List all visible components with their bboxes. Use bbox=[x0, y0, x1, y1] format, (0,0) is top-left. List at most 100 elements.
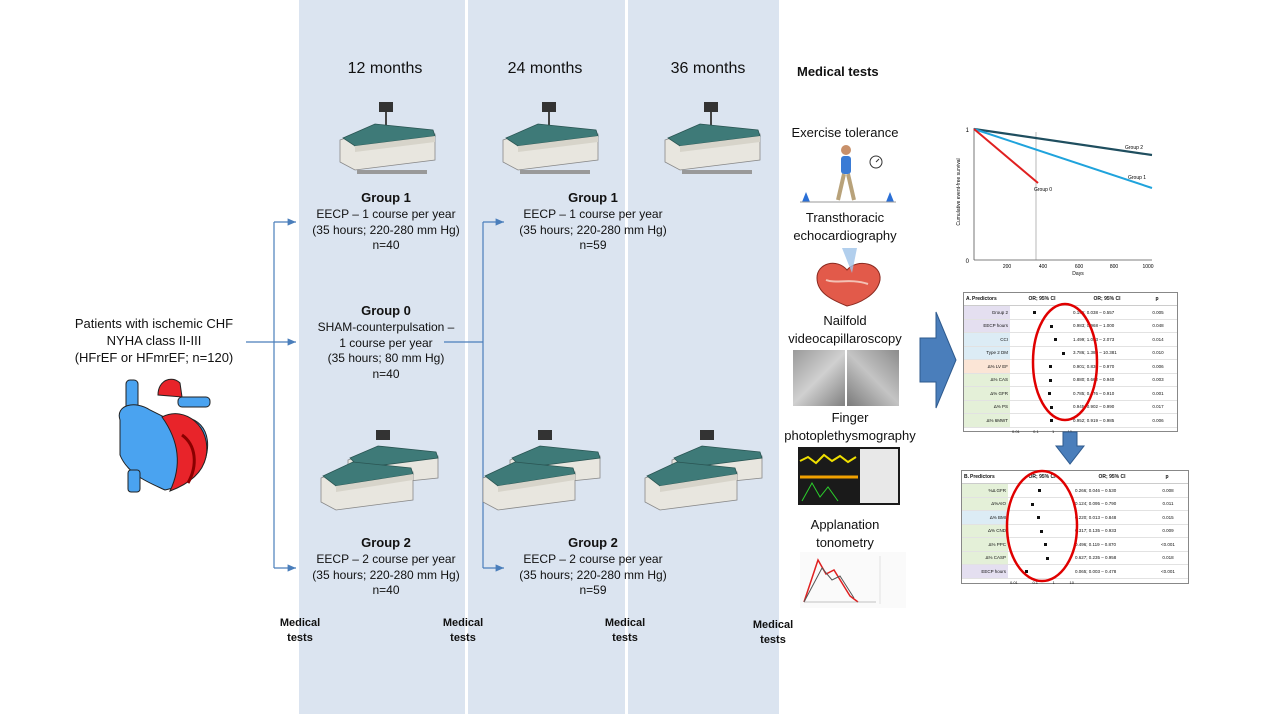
odds-ratio-point bbox=[1036, 516, 1040, 519]
table-b-header-or: OR; 95% CI bbox=[1098, 474, 1126, 480]
survival-xtick: 1000 bbox=[1142, 264, 1153, 270]
walking-person-icon bbox=[800, 145, 896, 203]
group2-24m-text: Group 2 EECP – 2 course per year (35 hou… bbox=[500, 534, 686, 599]
odds-ratio-cell: 0.496; 0.119 – 0.870 bbox=[1075, 541, 1116, 547]
forest-table-row: Δ% PPC 0.496; 0.119 – 0.870 <0.001 bbox=[962, 538, 1188, 552]
table-b-header-or-plot: OR; 95% CI bbox=[1028, 474, 1056, 480]
forest-plot-cell bbox=[1010, 414, 1070, 427]
p-value-cell: <0.001 bbox=[1161, 568, 1175, 574]
forest-plot-cell bbox=[1008, 565, 1072, 578]
medical-tests-label-line2: tests bbox=[612, 632, 638, 645]
medical-tests-label-line1: Medical bbox=[442, 617, 484, 629]
medical-tests-heading: Medical tests bbox=[797, 64, 879, 79]
odds-ratio-cell: 0.065; 0.003 – 0.478 bbox=[1075, 568, 1117, 574]
test-photoplethysmography: Finger photoplethysmography bbox=[780, 409, 920, 444]
odds-ratio-point bbox=[1044, 543, 1048, 546]
predictor-cell: Δ% GFR bbox=[964, 387, 1010, 400]
series-group2-label: Group 2 bbox=[1125, 145, 1143, 151]
survival-xtick: 400 bbox=[1039, 264, 1048, 270]
period-24-months: 24 months bbox=[507, 60, 583, 77]
odds-ratio-cell: 0.785; 0.676 – 0.910 bbox=[1073, 390, 1115, 396]
table-a-axis-0: 0.01 bbox=[1012, 429, 1020, 434]
odds-ratio-cell: 0.220; 0.013 – 0.848 bbox=[1075, 514, 1117, 520]
table-a-header-predictors: Predictors bbox=[972, 296, 997, 302]
survival-chart: Cumulative event-free survival 1 0 200 4… bbox=[956, 127, 1154, 277]
table-a-highlight-ellipse bbox=[1031, 302, 1099, 422]
test-videocapillaroscopy: Nailfold videocapillaroscopy bbox=[775, 312, 915, 347]
group2-12m-line2: (35 hours; 220-280 mm Hg) bbox=[312, 567, 460, 582]
medical-tests-label-line1: Medical bbox=[279, 617, 321, 629]
survival-y-bottom: 0 bbox=[966, 259, 970, 265]
forest-plot-cell bbox=[1010, 401, 1070, 414]
eecp-machines-36m-group2 bbox=[644, 430, 763, 511]
odds-ratio-cell: 0.627; 0.235 – 0.958 bbox=[1075, 555, 1117, 561]
group0-title: Group 0 bbox=[361, 303, 411, 318]
group1-12m-text: Group 1 EECP – 1 course per year (35 hou… bbox=[296, 189, 476, 254]
timeline-band-12-months bbox=[299, 0, 465, 714]
p-value-cell: 0.048 bbox=[1152, 323, 1164, 329]
odds-ratio-cell: 0.901; 0.836 – 0.970 bbox=[1073, 363, 1115, 369]
test-exercise-tolerance: Exercise tolerance bbox=[775, 124, 915, 142]
odds-ratio-point bbox=[1053, 338, 1057, 341]
odds-ratio-point bbox=[1033, 311, 1037, 314]
group0-line3: (35 hours; 80 mm Hg) bbox=[327, 351, 445, 366]
test-line2: echocardiography bbox=[793, 227, 897, 243]
patients-line-1: Patients with ischemic CHF bbox=[74, 316, 234, 331]
table-a-axis-2: 1 bbox=[1051, 429, 1055, 434]
odds-ratio-point bbox=[1049, 324, 1053, 328]
medical-tests-label-36m: Medical tests bbox=[738, 618, 808, 649]
table-b-label: B. bbox=[964, 474, 969, 480]
odds-ratio-cell: 0.945; 0.902 – 0.990 bbox=[1073, 404, 1115, 410]
odds-ratio-point bbox=[1061, 351, 1065, 355]
forest-plot-cell bbox=[1008, 498, 1072, 511]
period-12-months: 12 months bbox=[347, 60, 423, 77]
predictor-cell: CCI bbox=[964, 333, 1010, 346]
photoplethysmography-screen bbox=[798, 447, 900, 505]
eecp-machines-24m-group2 bbox=[482, 430, 601, 511]
table-a-header-or: OR; 95% CI bbox=[1093, 296, 1121, 302]
group0-line2: 1 course per year bbox=[339, 335, 433, 350]
table-a-axis-1: 0.1 bbox=[1033, 429, 1039, 434]
test-line2: photoplethysmography bbox=[784, 427, 916, 443]
patients-line-2: NYHA class II-III bbox=[106, 333, 202, 349]
test-echocardiography: Transthoracic echocardiography bbox=[775, 209, 915, 244]
predictor-cell: %Δ GFR bbox=[962, 484, 1008, 497]
table-b-axis-3: 10 bbox=[1069, 580, 1074, 585]
odds-ratio-point bbox=[1025, 570, 1029, 573]
patients-description: Patients with ischemic CHF NYHA class II… bbox=[44, 315, 264, 366]
period-36-months: 36 months bbox=[670, 60, 746, 77]
odds-ratio-cell: 0.266; 0.046 – 0.530 bbox=[1075, 487, 1117, 493]
forest-plot-cell bbox=[1010, 306, 1070, 319]
test-line1: Applanation bbox=[810, 517, 880, 532]
table-b-axis-0: 0.01 bbox=[1010, 580, 1018, 585]
odds-ratio-point bbox=[1049, 405, 1053, 409]
group1-12m-n: n=40 bbox=[372, 238, 400, 253]
table-b-highlight-ellipse bbox=[1005, 469, 1079, 583]
eecp-machine-24m-group1 bbox=[502, 102, 599, 174]
predictor-cell: Group 2 bbox=[964, 306, 1010, 319]
predictor-cell: Δ% PPC bbox=[962, 538, 1008, 551]
p-value-cell: 0.018 bbox=[1162, 555, 1174, 561]
forest-plot-cell bbox=[1010, 360, 1070, 373]
predictor-cell: Δ% BMI bbox=[962, 511, 1008, 524]
forest-plot-cell bbox=[1008, 484, 1072, 497]
survival-ylabel: Cumulative event-free survival bbox=[956, 158, 962, 225]
group2-24m-n: n=59 bbox=[579, 583, 607, 598]
group2-12m-text: Group 2 EECP – 2 course per year (35 hou… bbox=[296, 534, 476, 599]
group1-24m-text: Group 1 EECP – 1 course per year (35 hou… bbox=[500, 189, 686, 254]
group1-24m-line1: EECP – 1 course per year bbox=[523, 206, 663, 221]
predictor-cell: Δ% PS bbox=[964, 400, 1010, 413]
series-group0-label: Group 0 bbox=[1034, 187, 1052, 193]
group1-12m-line1: EECP – 1 course per year bbox=[316, 206, 456, 221]
survival-xtick: 800 bbox=[1110, 264, 1119, 270]
group2-12m-title: Group 2 bbox=[361, 535, 411, 550]
p-value-cell: <0.001 bbox=[1161, 541, 1175, 547]
forest-plot-cell bbox=[1010, 374, 1070, 387]
medical-tests-label-line2: tests bbox=[450, 632, 476, 645]
medical-tests-label-line1: Medical bbox=[604, 617, 646, 629]
